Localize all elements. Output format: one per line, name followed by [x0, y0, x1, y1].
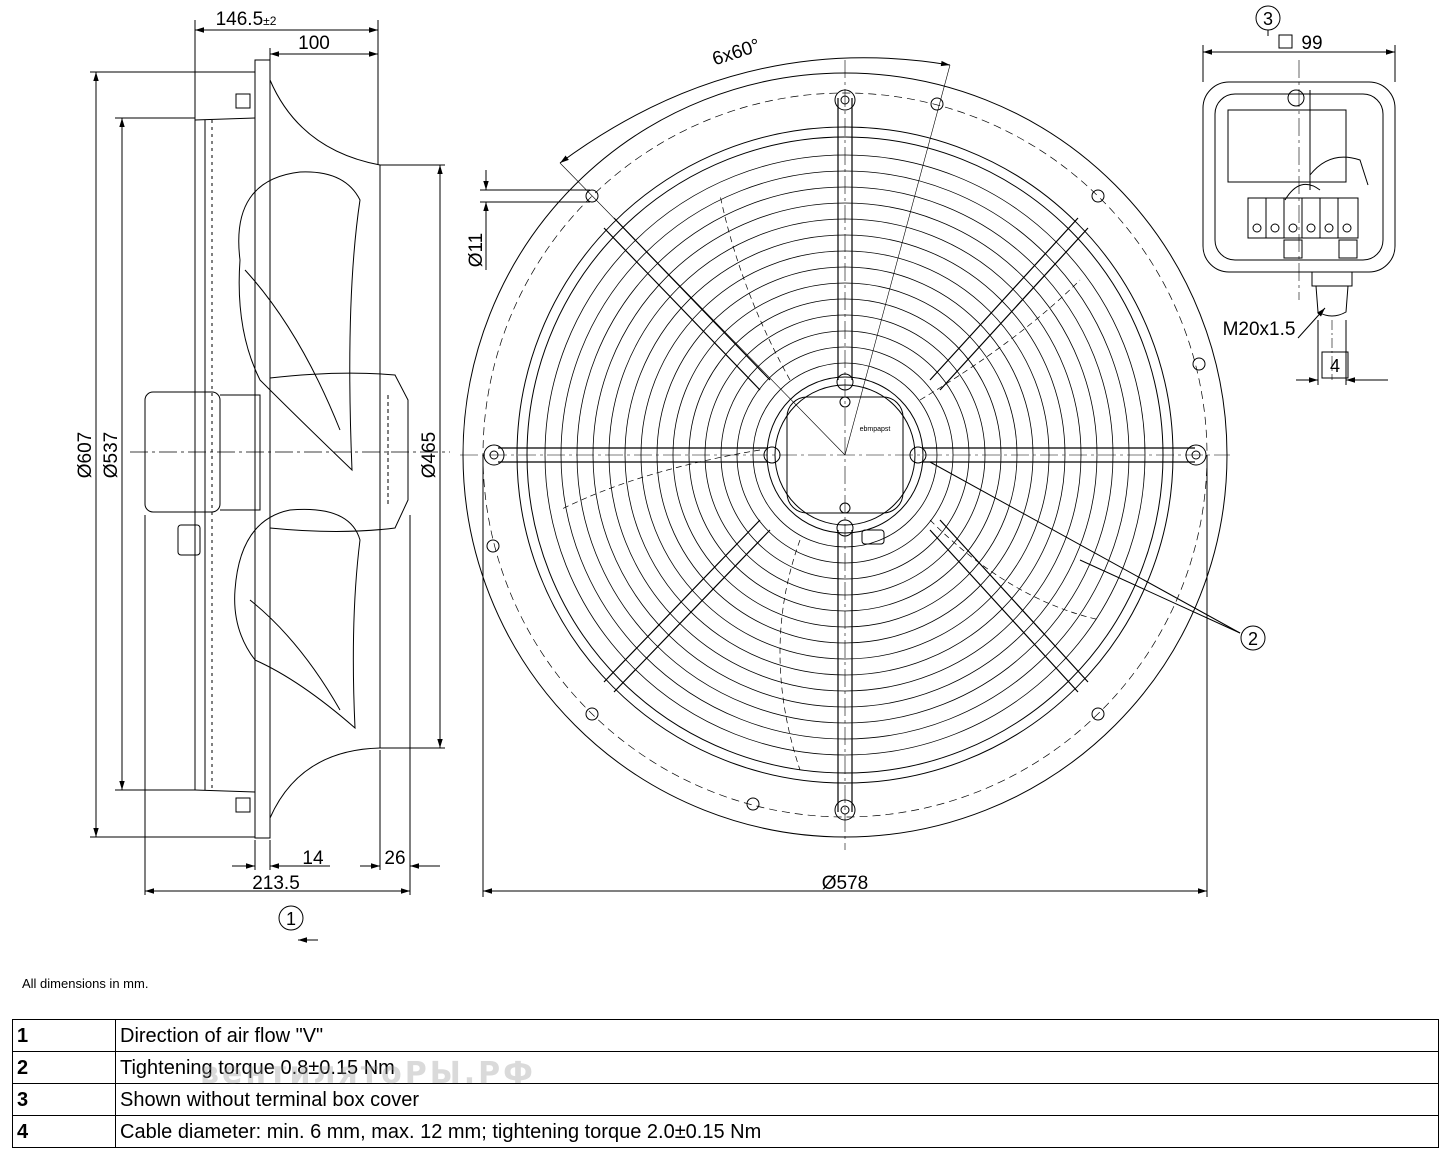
brand-mark: ebmpapst: [860, 426, 891, 433]
legend-text: Direction of air flow "V": [115, 1019, 1439, 1052]
terminal-box-view: [1202, 28, 1396, 385]
legend-text: Cable diameter: min. 6 mm, max. 12 mm; t…: [115, 1115, 1439, 1148]
legend-number: 1: [12, 1019, 116, 1052]
svg-text:4: 4: [1330, 356, 1340, 376]
svg-text:1: 1: [286, 909, 296, 929]
dim-overall-depth: 146.5±2: [216, 9, 277, 30]
fan-blades: [559, 194, 1101, 771]
callout-3: 3: [1255, 5, 1281, 31]
front-view-dimensions: [480, 57, 1241, 897]
svg-text:3: 3: [1263, 9, 1273, 29]
legend-row: 2 Tightening torque 0.8±0.15 Nm: [12, 1051, 1439, 1084]
dim-dia-607: Ø607: [75, 432, 96, 478]
callout-2: 2: [1240, 625, 1266, 651]
legend-row: 1 Direction of air flow "V": [12, 1019, 1439, 1052]
legend-number: 3: [12, 1083, 116, 1116]
mounting-holes: [486, 97, 1206, 811]
legend-row: 4 Cable diameter: min. 6 mm, max. 12 mm;…: [12, 1115, 1439, 1148]
dim-dia-537: Ø537: [101, 432, 122, 478]
dim-dia-465: Ø465: [419, 432, 440, 478]
svg-text:2: 2: [1248, 629, 1258, 649]
dim-26: 26: [384, 848, 405, 869]
units-note: All dimensions in mm.: [22, 976, 149, 991]
legend-number: 2: [12, 1051, 116, 1084]
legend-table: 1 Direction of air flow "V" 2 Tightening…: [12, 1019, 1439, 1148]
dim-square-99: 99: [1301, 33, 1322, 54]
callout-1: 1: [278, 905, 304, 931]
dim-thread-m20: M20x1.5: [1223, 319, 1296, 340]
legend-text: Tightening torque 0.8±0.15 Nm: [115, 1051, 1439, 1084]
legend-row: 3 Shown without terminal box cover: [12, 1083, 1439, 1116]
side-view: [130, 59, 450, 943]
dim-213-5: 213.5: [252, 873, 300, 894]
callout-4: 4: [1330, 356, 1340, 376]
grille-spokes: [498, 98, 1195, 812]
legend-number: 4: [12, 1115, 116, 1148]
dim-dia-578: Ø578: [822, 873, 868, 894]
dim-depth-100: 100: [298, 33, 330, 54]
dim-dia-11: Ø11: [466, 233, 487, 268]
dim-14: 14: [302, 848, 324, 869]
technical-drawing: 146.5±2 100 Ø607 Ø537 Ø465 14 26 213.5: [75, 5, 1396, 943]
dim-angle-6x60: 6x60°: [710, 35, 763, 70]
legend-text: Shown without terminal box cover: [115, 1083, 1439, 1116]
side-view-dimensions: [90, 20, 445, 895]
